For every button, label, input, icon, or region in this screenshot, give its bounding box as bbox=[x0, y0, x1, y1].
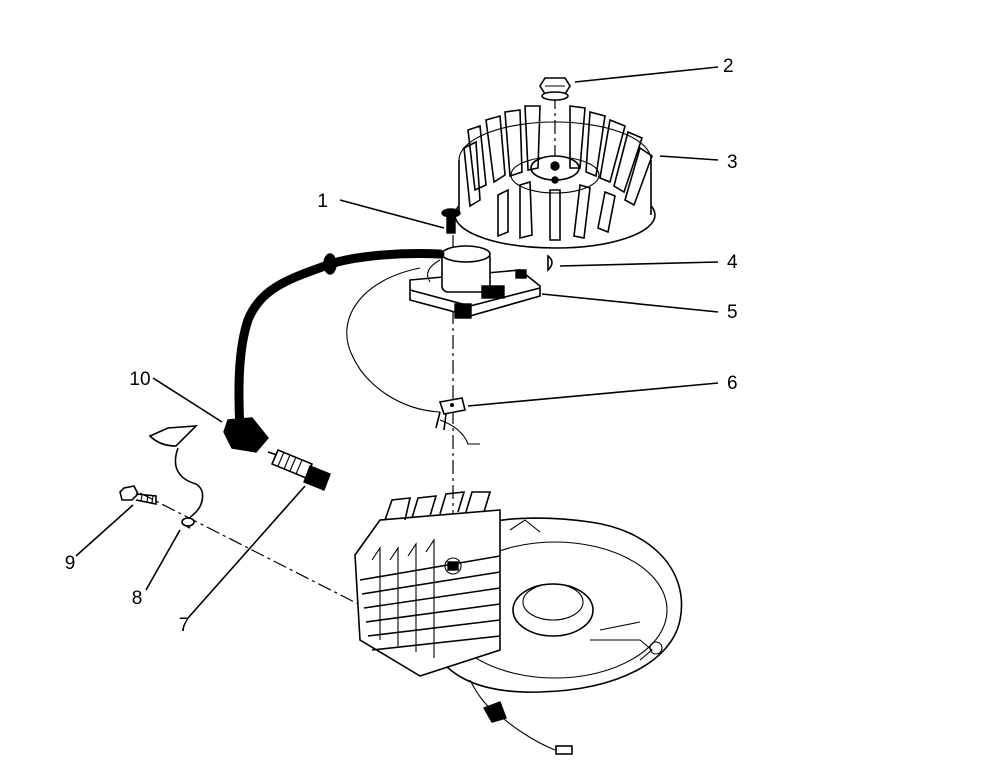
leader-4 bbox=[559, 261, 719, 267]
flywheel-nut bbox=[539, 77, 571, 101]
callout-9: 9 bbox=[65, 553, 76, 574]
leader-10 bbox=[152, 377, 223, 423]
center-line-spark bbox=[139, 492, 371, 611]
ground-wire-end bbox=[439, 419, 480, 445]
flywheel bbox=[454, 105, 656, 249]
spark-plug bbox=[267, 448, 331, 491]
leader-6 bbox=[467, 382, 719, 407]
leader-lines bbox=[75, 66, 719, 619]
leader-5 bbox=[541, 293, 719, 313]
callout-10: 10 bbox=[129, 369, 150, 390]
callout-5: 5 bbox=[727, 302, 738, 323]
leader-8 bbox=[145, 529, 181, 591]
wire-clip bbox=[435, 397, 466, 431]
leader-9 bbox=[75, 504, 134, 557]
ignition-module bbox=[409, 245, 541, 319]
callout-4: 4 bbox=[727, 252, 738, 273]
callout-8: 8 bbox=[132, 588, 143, 609]
leader-1 bbox=[339, 199, 445, 229]
flywheel-key bbox=[547, 254, 553, 272]
leader-7 bbox=[187, 485, 306, 619]
ground-wire bbox=[346, 267, 441, 413]
coil-mounting-screw bbox=[441, 208, 461, 234]
spark-plug-lead bbox=[223, 249, 445, 453]
spring-screw bbox=[119, 485, 157, 505]
callout-6: 6 bbox=[727, 373, 738, 394]
callout-2: 2 bbox=[723, 56, 734, 77]
leader-2 bbox=[574, 66, 719, 83]
callout-3: 3 bbox=[727, 152, 738, 173]
callout-7: 7 bbox=[179, 615, 190, 636]
callout-1: 1 bbox=[317, 191, 328, 212]
engine-block bbox=[354, 491, 683, 755]
stop-spring bbox=[148, 425, 204, 529]
leader-3 bbox=[659, 155, 719, 161]
